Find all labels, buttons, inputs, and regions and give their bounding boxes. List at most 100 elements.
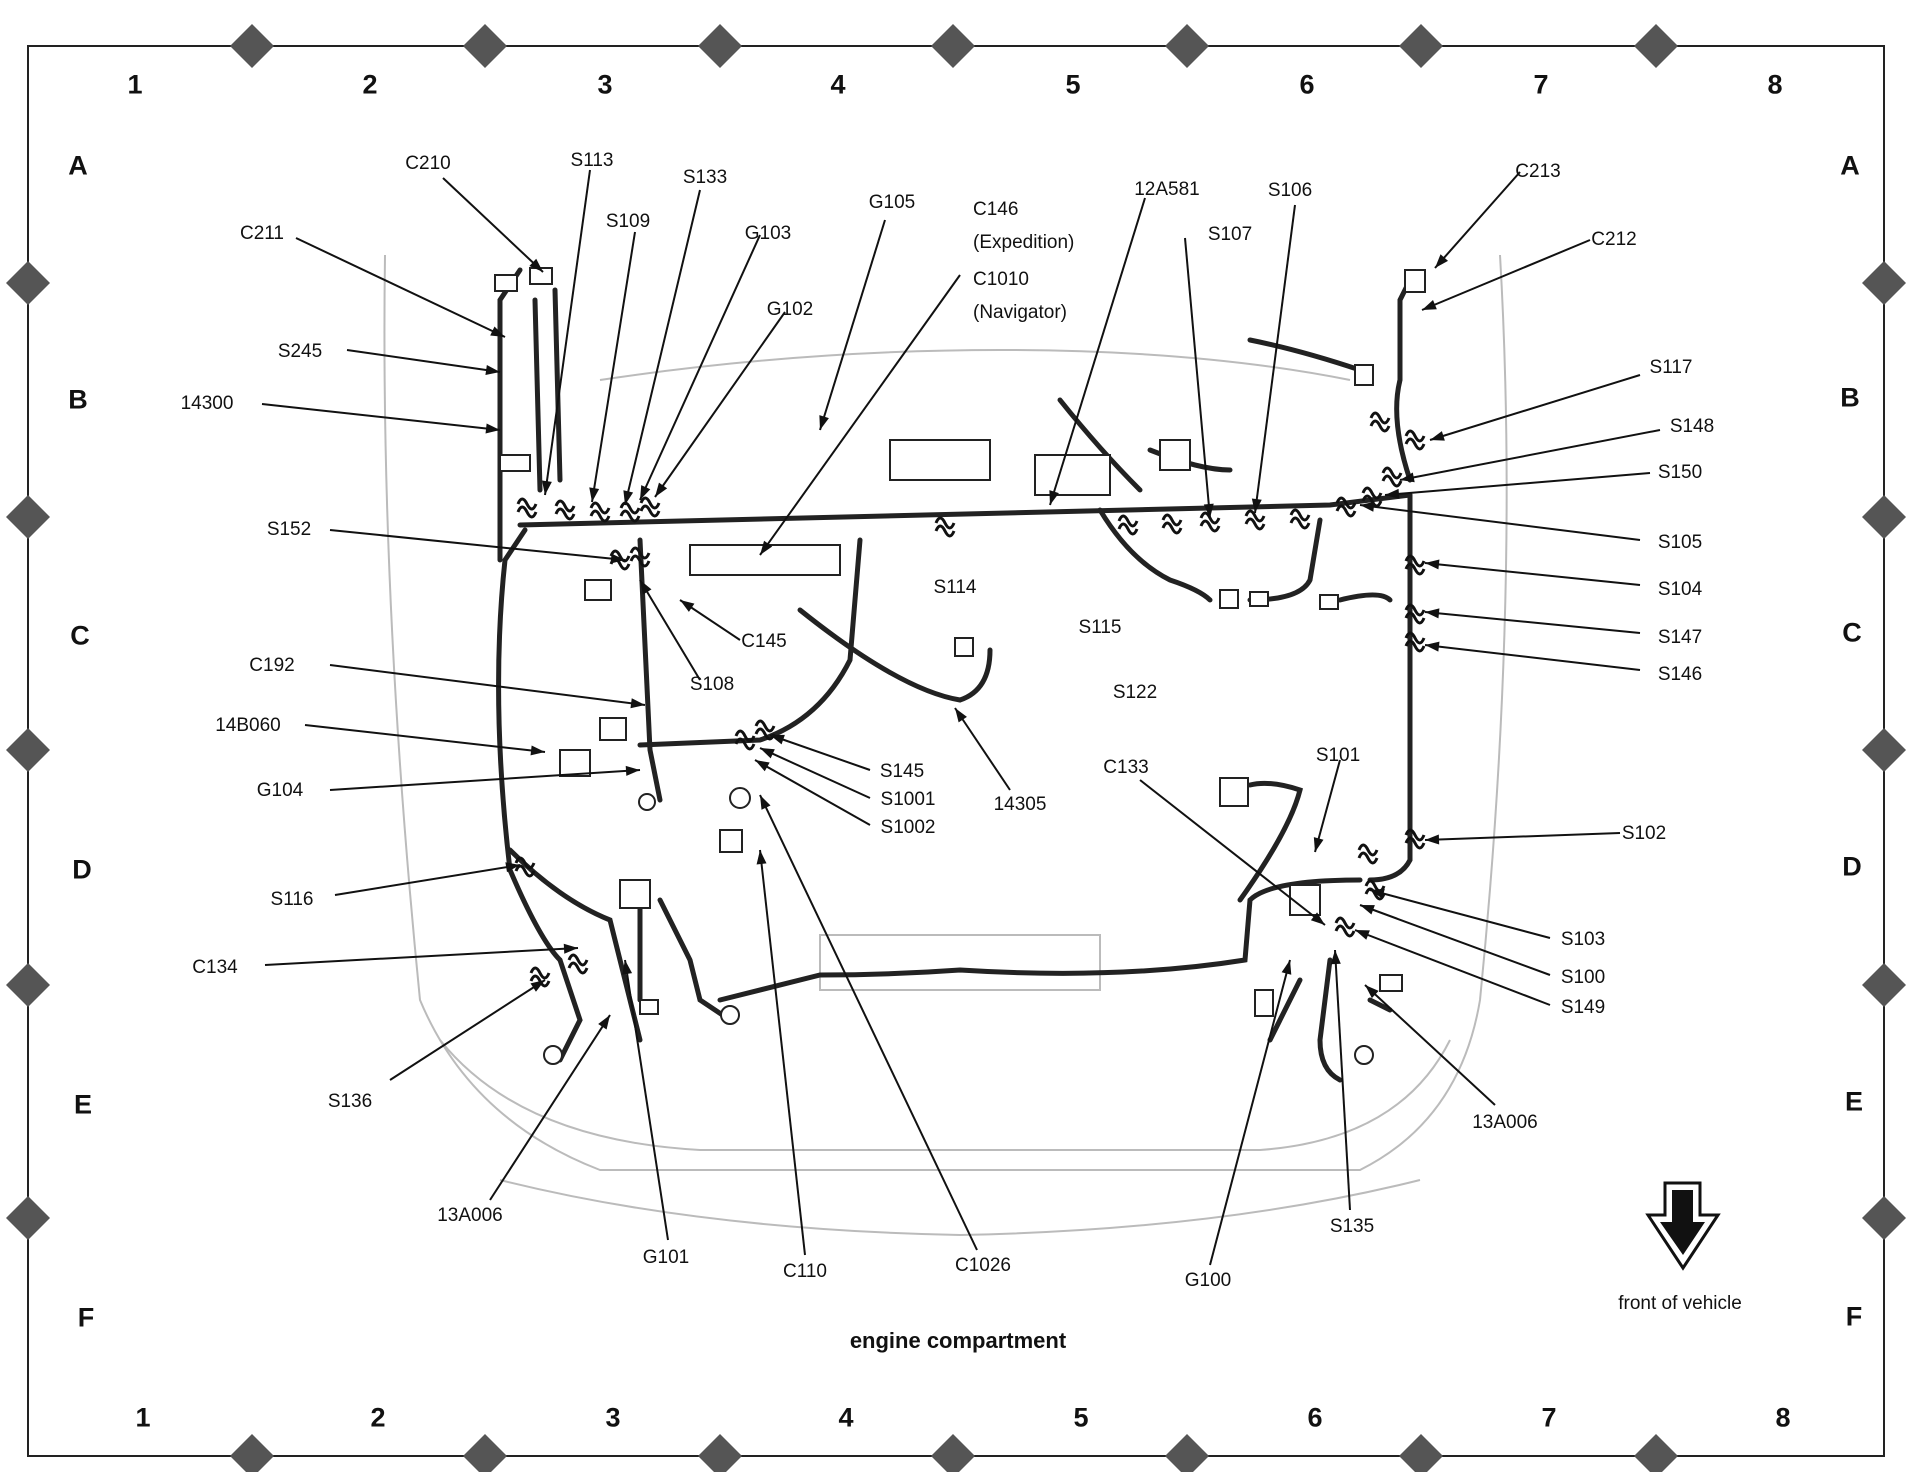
- grid-marker: [698, 1434, 742, 1472]
- leader-line: [264, 947, 579, 966]
- label-s150: S150: [1657, 462, 1703, 483]
- front-arrow-icon: [1645, 1181, 1721, 1271]
- leader-arrowhead: [623, 490, 634, 505]
- label-s136: S136: [327, 1091, 373, 1112]
- leader-line: [489, 1014, 611, 1201]
- col-label: 3: [597, 69, 613, 100]
- leader-line: [759, 794, 978, 1251]
- row-label: E: [73, 1089, 93, 1120]
- leader-line: [304, 724, 546, 753]
- leader-arrowhead: [563, 943, 578, 954]
- label-c146-note: (Expedition): [973, 232, 1075, 253]
- grid-marker: [1862, 963, 1906, 1007]
- vehicle-body-outline: [383, 254, 1508, 1237]
- label-14300: 14300: [180, 393, 234, 414]
- label-c1026: C1026: [955, 1255, 1011, 1276]
- label-s100: S100: [1560, 967, 1606, 988]
- leader-line: [639, 234, 761, 501]
- label-g102: G102: [766, 299, 814, 320]
- leader-line: [1424, 832, 1621, 841]
- row-label: C: [70, 620, 90, 651]
- label-s146: S146: [1657, 664, 1703, 685]
- splice-mark: [529, 966, 551, 988]
- splice-mark: [1161, 513, 1183, 535]
- splice-mark: [514, 856, 536, 878]
- leader-line: [442, 177, 544, 273]
- leader-line: [624, 959, 669, 1241]
- row-label: B: [68, 384, 88, 415]
- splice-mark: [516, 497, 538, 519]
- label-c212: C212: [1591, 229, 1637, 250]
- label-s105: S105: [1657, 532, 1703, 553]
- label-g104: G104: [256, 780, 304, 801]
- leader-line: [1354, 929, 1551, 1006]
- leader-arrowhead: [655, 482, 668, 497]
- leader-arrowhead: [622, 960, 633, 975]
- col-label: 5: [1065, 69, 1081, 100]
- leader-arrowhead: [760, 795, 771, 810]
- row-label: C: [1842, 617, 1862, 648]
- splice-mark: [1404, 429, 1426, 451]
- col-label: 8: [1775, 1402, 1791, 1433]
- leader-arrowhead: [955, 708, 967, 723]
- leader-line: [1434, 171, 1521, 269]
- splice-mark: [754, 719, 776, 741]
- leader-line: [346, 349, 501, 373]
- splice-mark: [1335, 496, 1357, 518]
- label-12a581: 12A581: [1134, 179, 1200, 200]
- splice-mark: [734, 729, 756, 751]
- col-label: 6: [1299, 69, 1315, 100]
- leader-arrowhead: [485, 423, 500, 434]
- leader-arrowhead: [1310, 912, 1325, 925]
- label-s106: S106: [1267, 180, 1313, 201]
- label-s148: S148: [1669, 416, 1715, 437]
- grid-marker: [1862, 728, 1906, 772]
- grid-marker: [1399, 1434, 1443, 1472]
- leader-arrowhead: [1049, 490, 1059, 505]
- leader-arrowhead: [770, 734, 785, 745]
- leader-arrowhead: [1385, 488, 1400, 499]
- row-label: A: [68, 150, 88, 181]
- leader-arrowhead: [1425, 641, 1440, 652]
- splice-mark: [934, 516, 956, 538]
- label-s108: S108: [689, 674, 735, 695]
- leader-line: [261, 403, 501, 431]
- leader-line: [759, 747, 871, 799]
- leader-arrowhead: [1251, 498, 1262, 513]
- splice-mark: [1404, 828, 1426, 850]
- label-s102: S102: [1621, 823, 1667, 844]
- col-label: 5: [1073, 1402, 1089, 1433]
- leader-line: [754, 759, 871, 826]
- grid-marker: [1862, 261, 1906, 305]
- leader-arrowhead: [630, 698, 645, 709]
- leader-line: [769, 734, 871, 771]
- label-s135: S135: [1329, 1216, 1375, 1237]
- leader-arrowhead: [1360, 905, 1375, 915]
- leader-arrowhead: [530, 745, 545, 756]
- label-s152: S152: [266, 519, 312, 540]
- leader-line: [1314, 759, 1341, 853]
- diagram-caption: engine compartment: [849, 1328, 1067, 1353]
- splice-mark: [1369, 411, 1391, 433]
- leader-arrowhead: [505, 862, 520, 873]
- label-s117: S117: [1649, 357, 1693, 378]
- grid-marker: [931, 1434, 975, 1472]
- leader-arrowhead: [819, 415, 829, 430]
- grid-marker: [463, 1434, 507, 1472]
- label-c1010-note: (Navigator): [973, 302, 1067, 323]
- grid-marker: [230, 24, 274, 68]
- label-s1001: S1001: [880, 789, 936, 810]
- leader-line: [1049, 197, 1146, 506]
- label-c210: C210: [405, 153, 451, 174]
- splice-mark: [1117, 514, 1139, 536]
- leader-line: [1139, 779, 1326, 926]
- label-s107: S107: [1207, 224, 1253, 245]
- grid-marker: [1634, 1434, 1678, 1472]
- leader-line: [295, 237, 506, 338]
- label-14305: 14305: [993, 794, 1047, 815]
- leader-arrowhead: [1355, 930, 1370, 940]
- connectors: [494, 267, 1426, 1065]
- label-g103: G103: [744, 223, 792, 244]
- col-label: 2: [370, 1402, 386, 1433]
